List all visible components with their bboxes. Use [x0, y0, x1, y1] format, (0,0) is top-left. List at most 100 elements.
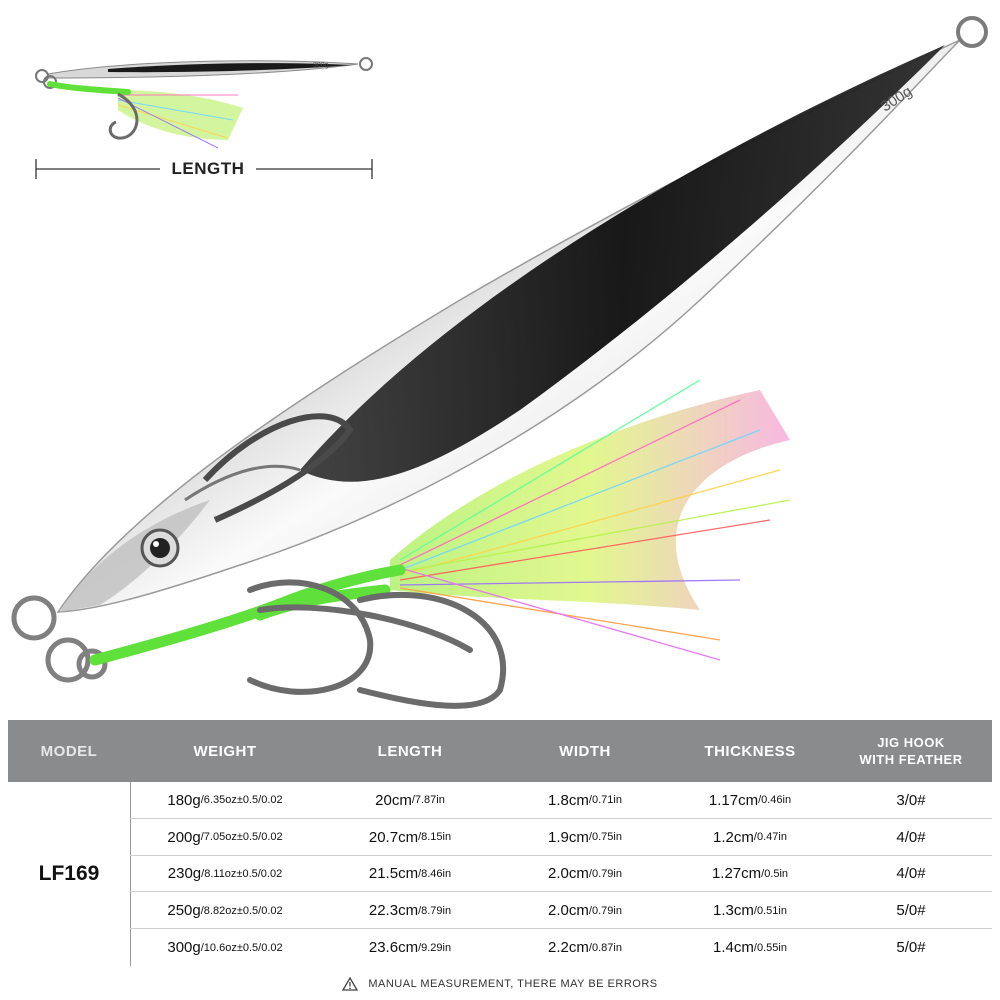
weight-value: 180g — [167, 791, 201, 809]
length-value: 21.5cm — [368, 865, 419, 883]
length-value: 23.6cm — [368, 939, 419, 957]
jig-body — [56, 39, 961, 613]
model-cell: LF169 — [38, 862, 100, 885]
header-hook-line1: JIG HOOK — [877, 735, 945, 750]
weight-cell: 200g/7.05oz±0.5/0.02 — [130, 819, 320, 856]
disclaimer: MANUAL MEASUREMENT, THERE MAY BE ERRORS — [0, 974, 1000, 994]
weight-value: 300g — [167, 939, 201, 957]
thumbnail-feather — [47, 81, 243, 149]
weight-sub-value: /10.6oz±0.5/0.02 — [200, 941, 283, 954]
lure-illustration: 300g — [11, 16, 988, 709]
header-model: MODEL — [40, 742, 98, 760]
hook-cell: 5/0# — [896, 902, 926, 920]
thickness-value: 1.2cm — [713, 828, 754, 846]
width-value: 2.0cm — [548, 865, 589, 883]
jig-eye — [140, 528, 180, 568]
header-hook-line2: WITH FEATHER — [859, 752, 963, 767]
length-cell: 20.7cm/8.15in — [320, 819, 500, 856]
thickness-sub-value: /0.46in — [758, 794, 792, 807]
width-cell: 2.2cm/0.87in — [500, 929, 670, 966]
length-value: 20cm — [375, 791, 412, 809]
width-sub-value: /0.79in — [588, 867, 622, 880]
hook-cell: 3/0# — [896, 791, 926, 809]
weight-cell: 300g/10.6oz±0.5/0.02 — [130, 929, 320, 966]
hook-cell: 4/0# — [896, 865, 926, 883]
thickness-value: 1.17cm — [708, 791, 759, 809]
thickness-sub-value: /0.5in — [761, 867, 789, 880]
length-sub-value: /8.46in — [418, 867, 452, 880]
thickness-value: 1.4cm — [713, 939, 754, 957]
length-cell: 20cm/7.87in — [320, 782, 500, 819]
weight-sub-value: /7.05oz±0.5/0.02 — [200, 831, 283, 844]
header-weight: WEIGHT — [193, 742, 257, 760]
split-rings — [11, 595, 108, 683]
length-cell: 21.5cm/8.46in — [320, 856, 500, 893]
width-sub-value: /0.71in — [588, 794, 622, 807]
thumbnail-rings — [35, 69, 57, 89]
length-cell: 23.6cm/9.29in — [320, 929, 500, 966]
length-value: 22.3cm — [368, 902, 419, 920]
assist-hooks — [247, 579, 507, 709]
width-sub-value: /0.79in — [588, 904, 622, 917]
thickness-value: 1.27cm — [711, 865, 762, 883]
table-header: MODEL WEIGHT LENGTH WIDTH THICKNESS JIG … — [8, 720, 992, 782]
header-width: WIDTH — [559, 742, 611, 760]
length-sub-value: /8.15in — [418, 831, 452, 844]
width-value: 1.8cm — [548, 791, 589, 809]
tail-ring — [956, 16, 988, 48]
thickness-value: 1.3cm — [713, 902, 754, 920]
width-cell: 2.0cm/0.79in — [500, 856, 670, 893]
column-divider — [130, 782, 131, 966]
width-value: 2.0cm — [548, 902, 589, 920]
row-separator — [130, 891, 992, 893]
length-label: LENGTH — [160, 158, 256, 180]
length-value: 20.7cm — [368, 828, 419, 846]
width-value: 1.9cm — [548, 828, 589, 846]
row-separator — [130, 928, 992, 930]
length-sub-value: /8.79in — [418, 904, 452, 917]
header-hook: JIG HOOK WITH FEATHER — [830, 720, 992, 782]
thickness-cell: 1.27cm/0.5in — [670, 856, 830, 893]
thickness-cell: 1.17cm/0.46in — [670, 782, 830, 819]
weight-sub-value: /6.35oz±0.5/0.02 — [200, 794, 283, 807]
thickness-cell: 1.4cm/0.55in — [670, 929, 830, 966]
weight-cell: 180g/6.35oz±0.5/0.02 — [130, 782, 320, 819]
hook-cell: 4/0# — [896, 828, 926, 846]
weight-cell: 250g/8.82oz±0.5/0.02 — [130, 892, 320, 929]
width-sub-value: /0.75in — [588, 831, 622, 844]
row-separator — [130, 817, 992, 819]
length-cell: 22.3cm/8.79in — [320, 892, 500, 929]
header-length: LENGTH — [377, 742, 443, 760]
width-cell: 2.0cm/0.79in — [500, 892, 670, 929]
weight-value: 200g — [167, 828, 201, 846]
row-separator — [130, 854, 992, 856]
thickness-cell: 1.2cm/0.47in — [670, 819, 830, 856]
width-cell: 1.9cm/0.75in — [500, 819, 670, 856]
width-sub-value: /0.87in — [588, 941, 622, 954]
length-sub-value: /9.29in — [418, 941, 452, 954]
thickness-sub-value: /0.51in — [753, 904, 787, 917]
spec-table: MODEL WEIGHT LENGTH WIDTH THICKNESS JIG … — [8, 720, 992, 966]
thumbnail-jig: 300g — [47, 57, 373, 79]
weight-value: 230g — [167, 865, 202, 883]
hook-cell: 5/0# — [896, 939, 926, 957]
length-sub-value: /7.87in — [411, 794, 445, 807]
thickness-sub-value: /0.55in — [753, 941, 787, 954]
feather-tail — [390, 379, 791, 661]
thumbnail-illustration: 300g — [35, 57, 373, 149]
width-cell: 1.8cm/0.71in — [500, 782, 670, 819]
weight-cell: 230g/8.11oz±0.5/0.02 — [130, 856, 320, 893]
header-thickness: THICKNESS — [704, 742, 796, 760]
width-value: 2.2cm — [548, 939, 589, 957]
weight-sub-value: /8.11oz±0.5/0.02 — [201, 867, 283, 880]
warning-triangle-icon — [342, 977, 359, 991]
thumbnail-engraving: 300g — [313, 62, 329, 69]
thickness-sub-value: /0.47in — [753, 831, 787, 844]
